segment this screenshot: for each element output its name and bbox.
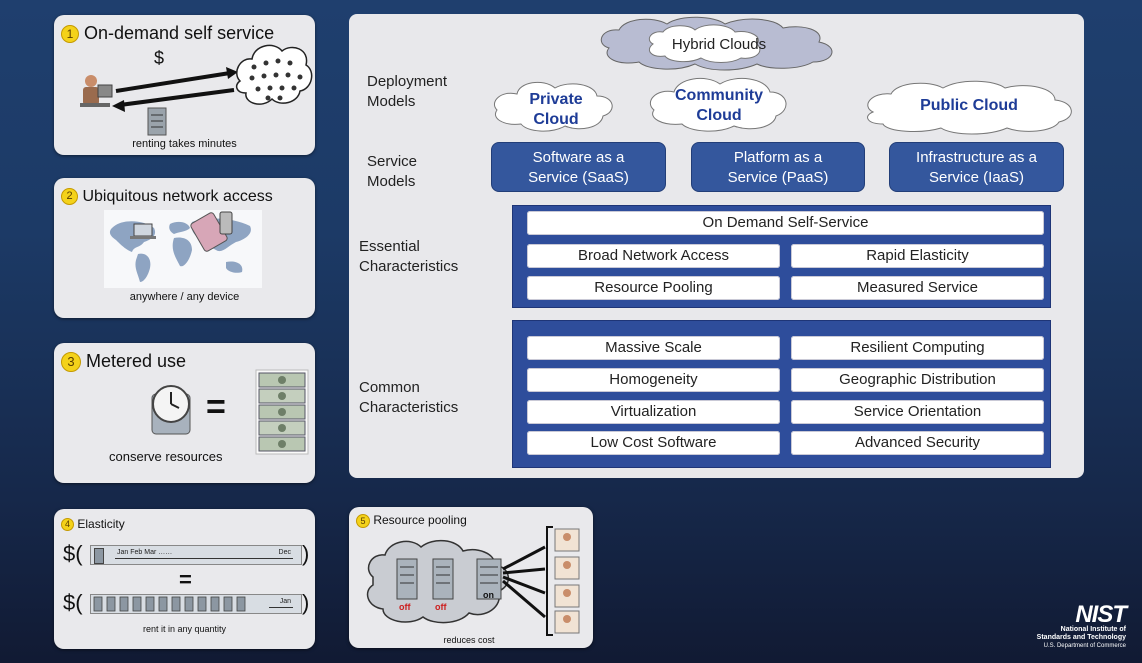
- deployment-models-label: Deployment Models: [367, 73, 448, 110]
- server-off-icon-2: [432, 558, 454, 600]
- service-models-label: Service Models: [367, 153, 418, 190]
- card-title-metered: 3 Metered use: [61, 351, 187, 373]
- private-cloud-label: Private Cloud: [529, 91, 583, 128]
- on-label: on: [483, 590, 494, 600]
- server-row-icons: [93, 596, 246, 612]
- on-demand-title: On-demand self service: [84, 23, 275, 43]
- common-item: Advanced Security: [791, 431, 1044, 455]
- private-cloud-shape: [494, 81, 613, 132]
- mobile-device-icon: [190, 211, 233, 252]
- essential-characteristics-label: Essential Characteristics: [359, 238, 459, 275]
- network-title: Ubiquitous network access: [82, 188, 273, 205]
- number-badge-3: 3: [61, 352, 81, 373]
- card-resource-pooling: 5 Resource pooling: [349, 507, 593, 648]
- metered-title: Metered use: [86, 351, 187, 371]
- dollar-open-2: $(: [63, 590, 83, 615]
- nist-line-1: National Institute of: [1060, 626, 1126, 633]
- dollar-bills-icon: [255, 369, 309, 455]
- card-elasticity: 4 Elasticity $( Jan Feb Mar …… Dec ) = $…: [54, 509, 315, 649]
- public-cloud-shape: [867, 80, 1072, 135]
- card-title-on-demand: 1 On-demand self service: [61, 23, 274, 44]
- paas-box: Platform as a Service (PaaS): [691, 142, 865, 192]
- common-item: Geographic Distribution: [791, 368, 1044, 392]
- world-map-illustration: [104, 210, 262, 288]
- dollar-sign: $: [154, 48, 165, 68]
- card-ubiquitous-network-access: 2 Ubiquitous network access anywhere / a…: [54, 178, 315, 318]
- off-label-2: off: [435, 602, 447, 612]
- number-badge-2: 2: [61, 188, 78, 206]
- dec-label: Dec: [278, 549, 291, 556]
- essential-panel: On Demand Self-Service Broad Network Acc…: [512, 205, 1051, 308]
- community-cloud-label: Community Cloud: [675, 87, 763, 124]
- card-title-elasticity: 4 Elasticity: [61, 517, 125, 532]
- common-item: Homogeneity: [527, 368, 780, 392]
- metered-caption: conserve resources: [109, 449, 223, 464]
- hybrid-clouds-label: Hybrid Clouds: [671, 36, 767, 53]
- public-cloud-label: Public Cloud: [920, 97, 1018, 114]
- connection-arrows-icon: [502, 545, 546, 619]
- community-cloud-shape: [649, 77, 787, 132]
- common-item: Massive Scale: [527, 336, 780, 360]
- essential-item: Resource Pooling: [527, 276, 780, 300]
- dollar-open-1: $(: [63, 541, 83, 566]
- common-panel: Massive Scale Resilient Computing Homoge…: [512, 320, 1051, 468]
- network-cloud-icon: [235, 44, 313, 105]
- clock-illustration: [151, 385, 191, 435]
- card-metered-use: 3 Metered use = conserve resources: [54, 343, 315, 483]
- common-item: Resilient Computing: [791, 336, 1044, 360]
- timeline-bar-single: Jan Feb Mar …… Dec: [90, 545, 302, 565]
- number-badge-4: 4: [61, 518, 74, 532]
- nist-wordmark: NIST: [1075, 601, 1127, 628]
- network-caption: anywhere / any device: [129, 291, 240, 303]
- saas-box: Software as a Service (SaaS): [491, 142, 666, 192]
- hybrid-cloud-shape: [600, 16, 833, 71]
- common-item: Low Cost Software: [527, 431, 780, 455]
- common-item: Service Orientation: [791, 400, 1044, 424]
- users-column-icon: [546, 526, 580, 636]
- iaas-box: Infrastructure as a Service (IaaS): [889, 142, 1064, 192]
- nist-line-3: U.S. Department of Commerce: [1043, 643, 1126, 649]
- server-on-icon: [476, 558, 502, 600]
- pooling-caption: reduces cost: [443, 635, 495, 645]
- number-badge-1: 1: [61, 25, 79, 44]
- nist-line-2: Standards and Technology: [1036, 634, 1126, 641]
- pooling-illustration: [366, 526, 580, 636]
- timeline-bar-multi: Jan: [90, 594, 302, 614]
- metered-equals: =: [206, 388, 226, 426]
- server-icon: [147, 107, 167, 136]
- exchange-arrows-icon: [112, 67, 238, 112]
- close-paren-1: ): [302, 541, 310, 566]
- nist-logo: NIST National Institute of Standards and…: [1018, 601, 1127, 650]
- elasticity-title: Elasticity: [77, 517, 125, 531]
- card-title-pooling: 5 Resource pooling: [356, 513, 467, 528]
- cloud-model-panel: Hybrid Clouds Deployment Models Private …: [349, 14, 1084, 478]
- card-title-network: 2 Ubiquitous network access: [61, 188, 273, 206]
- card-on-demand-self-service: 1 On-demand self service $: [54, 15, 315, 155]
- server-off-icon-1: [396, 558, 418, 600]
- person-at-computer-icon: [80, 75, 113, 107]
- off-label-1: off: [399, 602, 411, 612]
- pooling-title: Resource pooling: [373, 513, 467, 527]
- common-characteristics-label: Common Characteristics: [359, 379, 459, 416]
- months-label: Jan Feb Mar ……: [117, 549, 173, 556]
- on-demand-caption: renting takes minutes: [132, 138, 237, 150]
- server-icon-small: [94, 548, 104, 564]
- elasticity-equals: =: [179, 567, 192, 592]
- money-illustration: [255, 369, 309, 455]
- common-item: Virtualization: [527, 400, 780, 424]
- close-paren-2: ): [302, 590, 310, 615]
- essential-item: Measured Service: [791, 276, 1044, 300]
- essential-item: On Demand Self-Service: [527, 211, 1044, 235]
- essential-item: Rapid Elasticity: [791, 244, 1044, 268]
- on-demand-illustration: [80, 44, 313, 136]
- laptop-icon: [130, 223, 156, 239]
- elasticity-caption: rent it in any quantity: [142, 624, 227, 634]
- jan-label: Jan: [279, 598, 291, 605]
- essential-item: Broad Network Access: [527, 244, 780, 268]
- number-badge-5: 5: [356, 513, 370, 528]
- clock-icon: [151, 385, 191, 435]
